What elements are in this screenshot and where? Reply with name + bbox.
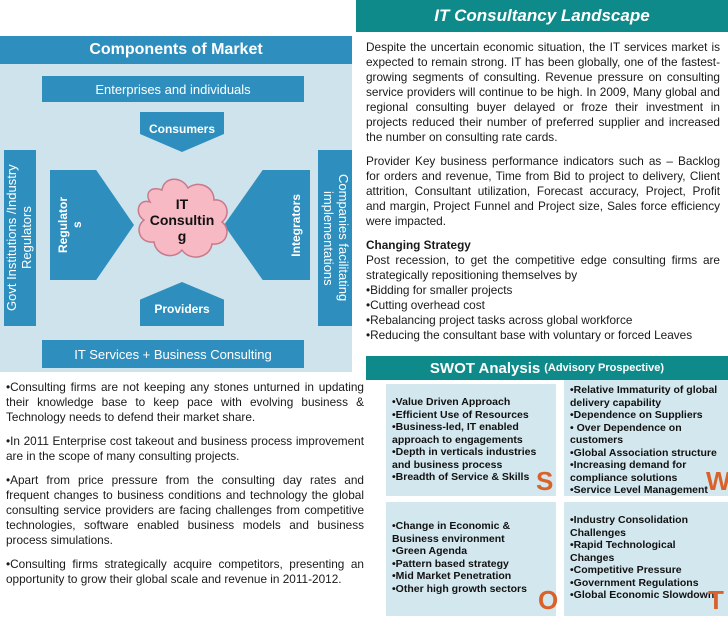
strategy-title: Changing Strategy	[366, 238, 471, 252]
list-item: •Global Association structure	[570, 446, 717, 459]
list-item: •Green Agenda	[392, 545, 468, 557]
list-item: •Value Driven Approach	[392, 396, 511, 408]
swot-subtitle: (Advisory Prospective)	[544, 362, 665, 374]
list-item: •Competitive Pressure	[570, 564, 682, 576]
bullet-paragraph: •Consulting firms are not keeping any st…	[6, 380, 364, 424]
strategy-intro: Post recession, to get the competitive e…	[366, 253, 720, 282]
swot-letter-o: O	[538, 585, 559, 615]
list-item: •Relative Immaturity of global delivery …	[570, 384, 718, 409]
list-item: •Service Level Management	[570, 484, 708, 496]
strategy-item: •Bidding for smaller projects	[366, 283, 513, 297]
list-item: •Industry Consolidation Challenges	[570, 514, 689, 539]
companies-implementations-bar: Companies facilitating implementations	[318, 150, 352, 326]
right-text-column: Despite the uncertain economic situation…	[366, 40, 720, 343]
list-item: •Global Economic Slowdown	[570, 589, 715, 601]
swot-letter-s: S	[536, 466, 554, 496]
list-item: •Government Regulations	[570, 576, 699, 589]
list-item: •Change in Economic & Business environme…	[392, 520, 511, 545]
providers-label: Providers	[154, 302, 210, 316]
list-item: • Over Dependence on customers	[570, 421, 682, 447]
list-item: •Dependence on Suppliers	[570, 409, 703, 421]
diagram-title: Components of Market	[0, 36, 352, 64]
list-item: •Depth in verticals industries and busin…	[392, 446, 537, 471]
regulators-label-line1: Regulator	[56, 196, 70, 253]
govt-regulators-label: Govt Institutions /Industry Regulators	[4, 164, 34, 312]
center-line3: g	[177, 228, 187, 244]
swot-threats: •Industry Consolidation Challenges •Rapi…	[564, 502, 728, 616]
companies-implementations-label: Companies facilitating implementations	[321, 174, 351, 302]
center-line1: IT	[175, 196, 189, 212]
list-item: •Pattern based strategy	[392, 557, 509, 570]
list-item: •Rapid Technological Changes	[570, 539, 676, 564]
list-item: •Other high growth sectors	[392, 582, 527, 595]
swot-letter-w: W	[706, 466, 728, 496]
left-text-column: •Consulting firms are not keeping any st…	[6, 380, 364, 596]
bullet-paragraph: •In 2011 Enterprise cost takeout and bus…	[6, 434, 364, 463]
market-paragraph: Despite the uncertain economic situation…	[366, 40, 720, 144]
it-consulting-cloud	[137, 178, 228, 258]
it-services-bar: IT Services + Business Consulting	[42, 340, 304, 368]
swot-strengths: •Value Driven Approach •Efficient Use of…	[386, 384, 556, 496]
list-item: •Efficient Use of Resources	[392, 408, 529, 421]
kpi-paragraph: Provider Key business performance indica…	[366, 154, 720, 228]
list-item: •Business-led, IT enabled approach to en…	[392, 421, 523, 446]
list-item: •Breadth of Service & Skills	[392, 471, 530, 483]
page-title: IT Consultancy Landscape	[356, 0, 728, 32]
strategy-item: •Rebalancing project tasks across global…	[366, 313, 633, 327]
strategy-item: •Cutting overhead cost	[366, 298, 485, 312]
swot-header: SWOT Analysis (Advisory Prospective)	[366, 356, 728, 380]
govt-regulators-bar: Govt Institutions /Industry Regulators	[4, 150, 36, 326]
it-consulting-label: IT Consultin g	[128, 196, 236, 244]
integrators-label: Integrators	[289, 193, 304, 257]
regulators-label-line2: s	[70, 221, 84, 229]
enterprises-bar: Enterprises and individuals	[42, 76, 304, 102]
swot-opportunities: •Change in Economic & Business environme…	[386, 502, 556, 616]
regulators-label: Regulator s	[56, 197, 84, 253]
bullet-paragraph: •Consulting firms strategically acquire …	[6, 557, 364, 586]
center-line2: Consultin	[149, 212, 215, 228]
swot-weaknesses: •Relative Immaturity of global delivery …	[564, 380, 728, 496]
list-item: •Mid Market Penetration	[392, 570, 512, 582]
strategy-item: •Reducing the consultant base with volun…	[366, 328, 693, 342]
swot-letter-t: T	[708, 585, 724, 615]
bullet-paragraph: •Apart from price pressure from the cons…	[6, 473, 364, 547]
list-item: •Increasing demand for compliance soluti…	[570, 459, 687, 484]
swot-title: SWOT Analysis	[429, 359, 541, 377]
consumers-label: Consumers	[148, 122, 216, 136]
